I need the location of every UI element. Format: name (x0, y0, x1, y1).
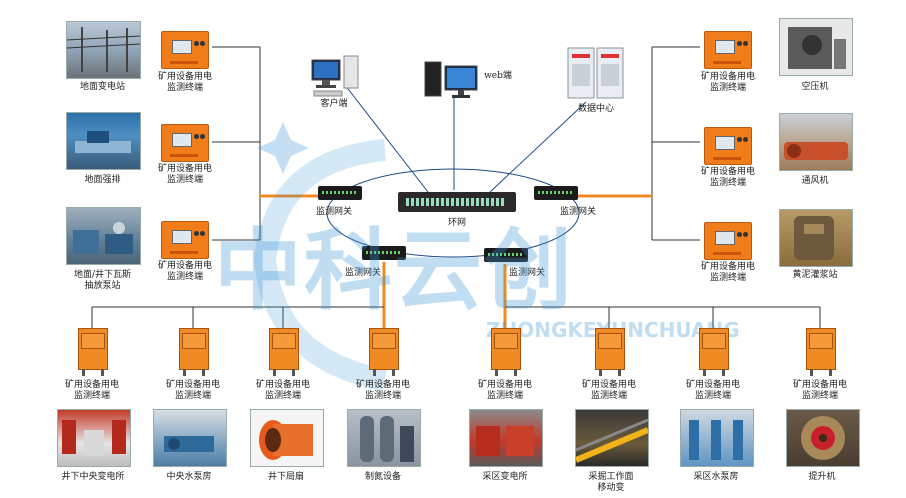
photo-central-substation (57, 409, 131, 467)
bottom-station-label-4: 制氮设备 (364, 472, 401, 482)
right-terminal-1 (704, 31, 752, 69)
bottom-terminal-label-8: 矿用设备用电监测终端 (792, 380, 847, 401)
district-substation-image (476, 426, 534, 456)
client-computer-icon (311, 55, 359, 97)
bottom-device-8 (806, 328, 836, 376)
ring-core-switch (398, 192, 516, 212)
right-terminal-3-label: 矿用设备用电监测终端 (700, 262, 755, 283)
web-label: web端 (484, 71, 512, 81)
gateway-switch-left (318, 186, 362, 200)
left-terminal-3-label: 矿用设备用电监测终端 (157, 261, 212, 282)
left-station-label-2: 地面强排 (84, 175, 121, 185)
right-station-label-1: 空压机 (801, 82, 829, 92)
drainage-image (75, 131, 131, 153)
right-terminal-1-label: 矿用设备用电监测终端 (700, 72, 755, 93)
nitrogen-image (360, 416, 414, 462)
watermark-cn: 中科云创 (214, 219, 575, 322)
right-station-label-2: 通风机 (801, 176, 829, 186)
gateway-label-mid-left: 监测网关 (344, 268, 381, 278)
left-terminal-1 (161, 31, 209, 69)
web-computer-icon (424, 61, 478, 98)
bottom-terminal-label-1: 矿用设备用电监测终端 (64, 380, 119, 401)
bottom-station-label-7: 采区水泵房 (693, 472, 739, 482)
left-terminal-3 (161, 221, 209, 259)
bottom-station-label-8: 提升机 (808, 472, 836, 482)
left-terminal-1-label: 矿用设备用电监测终端 (157, 72, 212, 93)
gateway-label-right: 监测网关 (559, 207, 596, 217)
photo-hoist (786, 409, 860, 467)
right-terminal-3 (704, 222, 752, 260)
left-terminal-2-label: 矿用设备用电监测终端 (157, 164, 212, 185)
photo-surface-drainage (66, 112, 141, 170)
bottom-device-2 (179, 328, 209, 376)
hoist-image (801, 416, 845, 460)
photo-nitrogen-equipment (347, 409, 421, 467)
photo-mining-face-transformer (575, 409, 649, 467)
right-terminal-2-label: 矿用设备用电监测终端 (700, 167, 755, 188)
gateway-switch-mid-right (484, 248, 528, 262)
central-substation-image (62, 420, 126, 456)
district-pump-image (689, 420, 743, 460)
substation-image (67, 27, 140, 72)
photo-air-compressor (779, 18, 853, 76)
photo-surface-substation (66, 21, 141, 79)
bottom-station-label-6: 采掘工作面移动变 (588, 472, 634, 493)
bottom-station-label-3: 井下局扇 (267, 472, 304, 482)
gas-pump-image (73, 222, 133, 254)
bottom-device-5 (491, 328, 521, 376)
left-terminal-2 (161, 124, 209, 162)
grouting-image (794, 216, 834, 260)
bottom-terminal-label-4: 矿用设备用电监测终端 (355, 380, 410, 401)
bottom-terminal-label-6: 矿用设备用电监测终端 (581, 380, 636, 401)
right-terminal-2 (704, 127, 752, 165)
bottom-terminal-label-7: 矿用设备用电监测终端 (685, 380, 740, 401)
photo-gas-pump-station (66, 207, 141, 265)
left-station-label-3: 地面/井下瓦斯抽放泵站 (73, 270, 132, 291)
bottom-terminal-label-2: 矿用设备用电监测终端 (165, 380, 220, 401)
watermark-swirl (253, 122, 388, 390)
photo-local-fan (250, 409, 324, 467)
bottom-station-label-2: 中央水泵房 (166, 472, 212, 482)
local-fan-image (259, 420, 313, 460)
gateway-label-left: 监测网关 (315, 207, 352, 217)
ring-label: 环网 (447, 218, 466, 228)
gateway-switch-right (534, 186, 578, 200)
bottom-device-1 (78, 328, 108, 376)
ventilator-image (784, 142, 848, 160)
photo-grouting-station (779, 209, 853, 267)
ring-network-ellipse (326, 168, 580, 258)
bottom-station-label-5: 采区变电所 (482, 472, 528, 482)
bottom-terminal-label-3: 矿用设备用电监测终端 (255, 380, 310, 401)
pump-room-image (164, 436, 214, 452)
photo-ventilator (779, 113, 853, 171)
client-label: 客户端 (320, 99, 348, 109)
bottom-device-6 (595, 328, 625, 376)
datacenter-servers-icon (567, 47, 624, 99)
bottom-device-3 (269, 328, 299, 376)
gateway-label-mid-right: 监测网关 (508, 268, 545, 278)
photo-district-substation (469, 409, 543, 467)
datacenter-label: 数据中心 (577, 104, 614, 114)
photo-central-pump-room (153, 409, 227, 467)
gateway-switch-mid-left (362, 246, 406, 260)
left-station-label-1: 地面变电站 (79, 82, 125, 92)
right-station-label-3: 黄泥灌浆站 (792, 270, 838, 280)
bottom-station-label-1: 井下中央变电所 (61, 472, 125, 482)
mining-face-image (576, 418, 648, 463)
photo-district-pump-room (680, 409, 754, 467)
compressor-image (788, 27, 846, 69)
bottom-device-7 (699, 328, 729, 376)
bottom-terminal-label-5: 矿用设备用电监测终端 (477, 380, 532, 401)
bottom-device-4 (369, 328, 399, 376)
